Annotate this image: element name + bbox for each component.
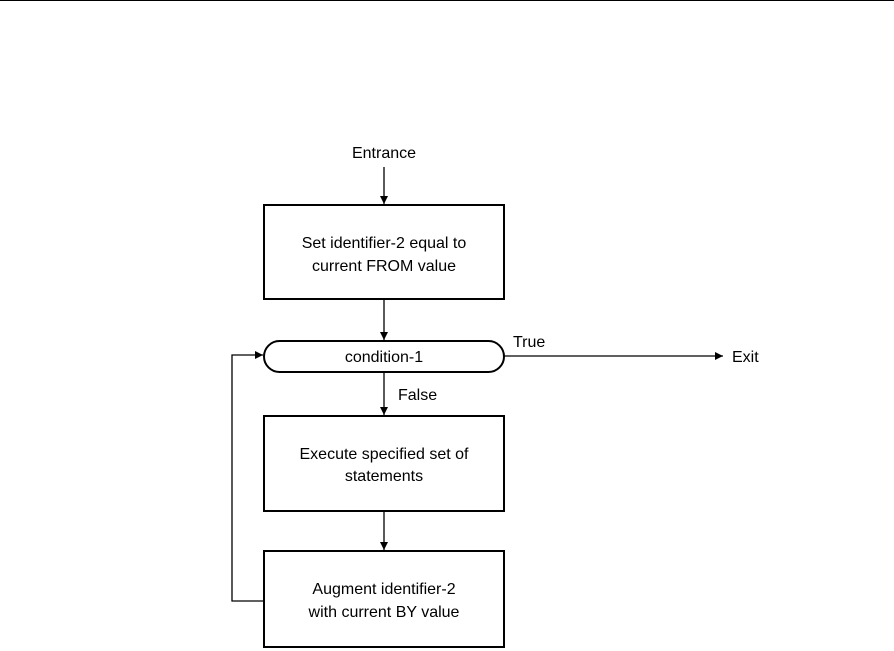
false-label: False — [398, 387, 437, 404]
augment-box-line2: with current BY value — [308, 604, 460, 621]
augment-identifier-box — [263, 550, 505, 648]
execute-statements-box — [263, 415, 505, 512]
entrance-label: Entrance — [352, 145, 416, 162]
condition-label: condition-1 — [345, 349, 423, 366]
true-label: True — [513, 334, 545, 351]
loop-back-arrow — [231, 351, 264, 602]
set-identifier-box — [263, 204, 505, 300]
execute-box-line2: statements — [345, 468, 423, 485]
execute-box-line1: Execute specified set of — [300, 446, 470, 463]
set-box-line2: current FROM value — [312, 258, 456, 275]
set-box-line1: Set identifier-2 equal to — [302, 235, 467, 252]
augment-box-line1: Augment identifier-2 — [312, 581, 455, 598]
top-rule — [0, 0, 894, 1]
exit-label: Exit — [732, 349, 759, 366]
